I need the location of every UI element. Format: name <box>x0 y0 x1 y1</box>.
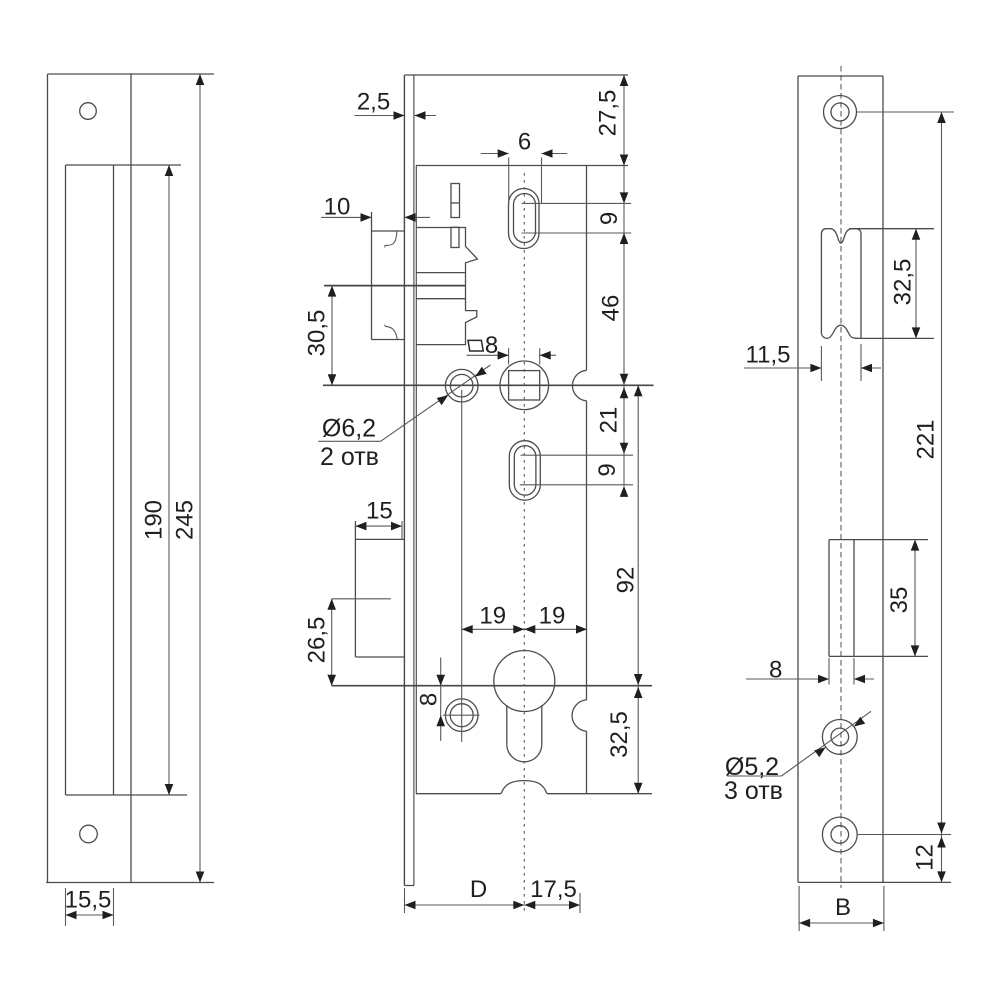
svg-text:2 отв: 2 отв <box>320 443 379 471</box>
svg-text:15: 15 <box>366 498 393 525</box>
svg-text:92: 92 <box>612 567 639 594</box>
svg-text:19: 19 <box>479 603 506 630</box>
svg-text:32,5: 32,5 <box>606 711 633 758</box>
svg-text:9: 9 <box>596 212 623 225</box>
svg-text:30,5: 30,5 <box>304 310 331 357</box>
svg-text:221: 221 <box>913 419 940 459</box>
svg-text:3 отв: 3 отв <box>724 777 783 805</box>
svg-text:8: 8 <box>769 657 782 684</box>
svg-text:8: 8 <box>485 332 498 359</box>
svg-text:21: 21 <box>596 407 623 434</box>
svg-text:D: D <box>470 876 487 903</box>
svg-text:Ø6,2: Ø6,2 <box>322 415 376 443</box>
svg-text:12: 12 <box>912 844 939 871</box>
svg-text:19: 19 <box>539 603 566 630</box>
svg-text:8: 8 <box>416 693 443 706</box>
svg-text:10: 10 <box>324 194 351 221</box>
svg-text:245: 245 <box>172 500 199 540</box>
svg-text:17,5: 17,5 <box>530 876 577 903</box>
svg-text:15,5: 15,5 <box>65 887 112 914</box>
svg-text:190: 190 <box>141 500 168 540</box>
svg-text:26,5: 26,5 <box>304 617 331 664</box>
svg-text:2,5: 2,5 <box>357 89 390 116</box>
svg-text:35: 35 <box>886 587 913 614</box>
svg-text:B: B <box>835 894 851 921</box>
svg-text:32,5: 32,5 <box>890 259 917 306</box>
svg-text:6: 6 <box>518 129 531 156</box>
svg-text:27,5: 27,5 <box>595 90 622 137</box>
svg-text:9: 9 <box>594 463 621 476</box>
svg-text:11,5: 11,5 <box>746 342 791 369</box>
svg-text:46: 46 <box>598 295 625 322</box>
